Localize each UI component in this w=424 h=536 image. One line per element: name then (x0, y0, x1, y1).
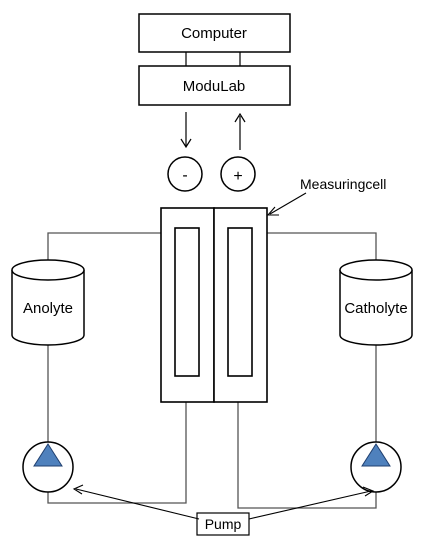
pump-label: Pump (205, 516, 242, 532)
negative-terminal-label: - (182, 167, 187, 184)
up-arrow (234, 112, 246, 150)
pump-label-box: Pump (196, 512, 250, 536)
catholyte-tank: Catholyte (339, 259, 413, 346)
anolyte-tank: Anolyte (11, 259, 85, 346)
pump-arrow-right (248, 486, 375, 520)
right-pump (350, 441, 402, 493)
positive-electrode (227, 227, 253, 377)
computer-box: Computer (138, 13, 291, 53)
measuring-cell-pointer-arrow (266, 192, 307, 216)
right-pump-triangle-icon (361, 443, 391, 467)
left-pump-return-tube (47, 402, 187, 504)
catholyte-label: Catholyte (344, 300, 407, 317)
right-pump-return-tube (237, 402, 377, 509)
negative-terminal: - (167, 156, 203, 192)
anolyte-label: Anolyte (23, 300, 73, 317)
pump-pointer-arrows (72, 484, 375, 520)
positive-terminal-label: + (233, 168, 242, 185)
positive-terminal: + (220, 156, 256, 192)
left-pump (22, 441, 74, 493)
left-pump-triangle-icon (33, 443, 63, 467)
modulab-box: ModuLab (138, 65, 291, 106)
signal-arrows (180, 112, 246, 150)
down-arrow (180, 112, 192, 149)
measuring-cell-label: Measuringcell (300, 176, 386, 192)
pump-arrow-left (72, 484, 200, 520)
anolyte-upper-tube (47, 232, 161, 260)
catholyte-upper-tube (267, 232, 377, 260)
negative-electrode (174, 227, 200, 377)
computer-label: Computer (181, 25, 247, 42)
tubing (47, 232, 377, 509)
measuring-cell (160, 207, 268, 403)
modulab-label: ModuLab (183, 78, 246, 95)
